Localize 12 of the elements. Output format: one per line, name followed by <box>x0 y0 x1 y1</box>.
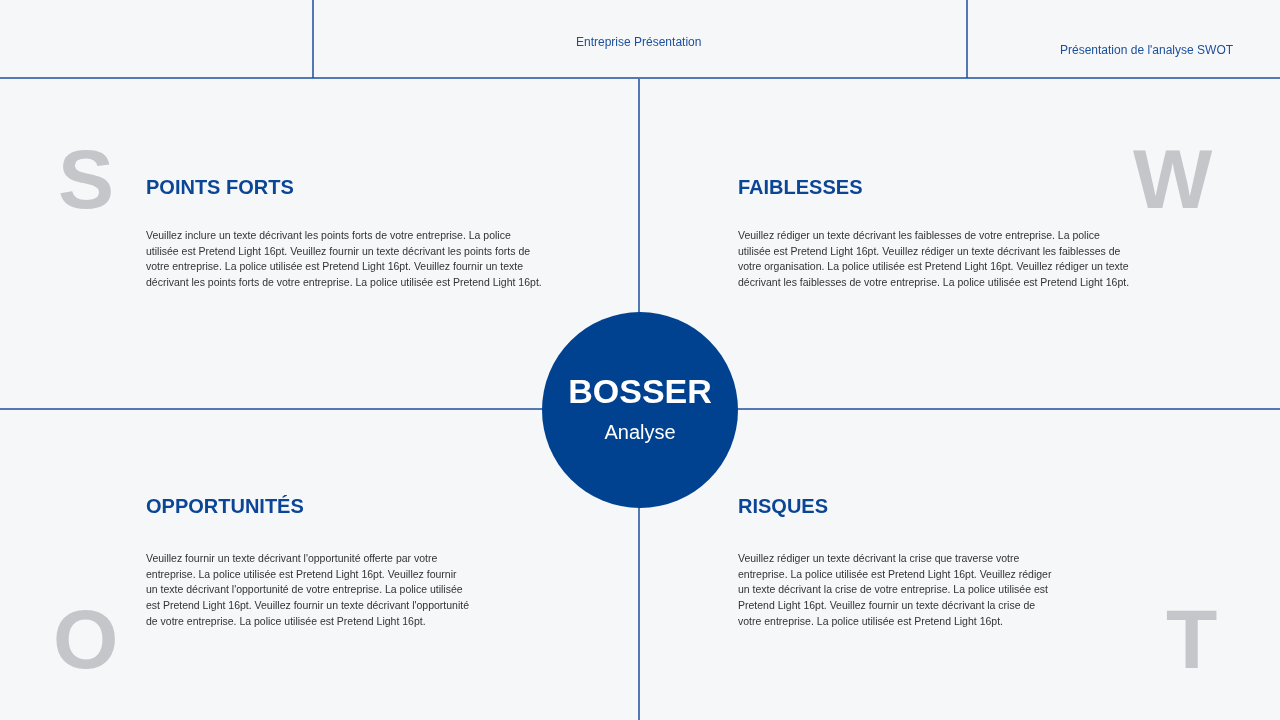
header-subtitle: Présentation de l'analyse SWOT <box>1060 43 1234 57</box>
circle-subtitle: Analyse <box>603 422 677 442</box>
header-title: Entreprise Présentation <box>576 35 702 49</box>
quadrant-description: Veuillez inclure un texte décrivant les points forts de votre entreprise. La police utilisée est Pretend Light 16pt. Veuillez fournir un texte décrivant les points forts de votre entreprise. La police utilisée est Pretend Light 16pt. Veuillez fournir un texte décrivant les points forts de votre entreprise. La police utilisée est Pretend Light 16pt. <box>146 228 543 291</box>
quadrant-heading: FAIBLESSES <box>738 176 863 199</box>
quadrant-heading: OPPORTUNITÉS <box>146 495 304 518</box>
quadrant-description: Veuillez rédiger un texte décrivant les faiblesses de votre entreprise. La police utilisée est Pretend Light 16pt. Veuillez rédiger un texte décrivant les faiblesses de votre organisation. La police utilisée est Pretend Light 16pt. Veuillez rédiger un texte décrivant les faiblesses de votre entreprise. La police utilisée est Pretend Light 16pt. <box>738 228 1131 291</box>
quadrant-heading: RISQUES <box>738 495 829 518</box>
quadrant-heading: POINTS FORTS <box>146 176 294 199</box>
quadrant-description: Veuillez fournir un texte décrivant l'opportunité offerte par votre entreprise. La police utilisée est Pretend Light 16pt. Veuillez fournir un texte décrivant l'opportunité de votre entreprise. La police utilisée est Pretend Light 16pt. Veuillez fournir un texte décrivant l'opportunité de votre entreprise. La police utilisée est Pretend Light 16pt. <box>146 551 471 629</box>
quadrant-description: Veuillez rédiger un texte décrivant la crise que traverse votre entreprise. La police utilisée est Pretend Light 16pt. Veuillez rédiger un texte décrivant la crise de votre entreprise. La police utilisée est Pretend Light 16pt. Veuillez fournir un texte décrivant la crise de votre entreprise. La police utilisée est Pretend Light 16pt. <box>738 551 1053 629</box>
circle-title: BOSSER <box>567 374 713 408</box>
